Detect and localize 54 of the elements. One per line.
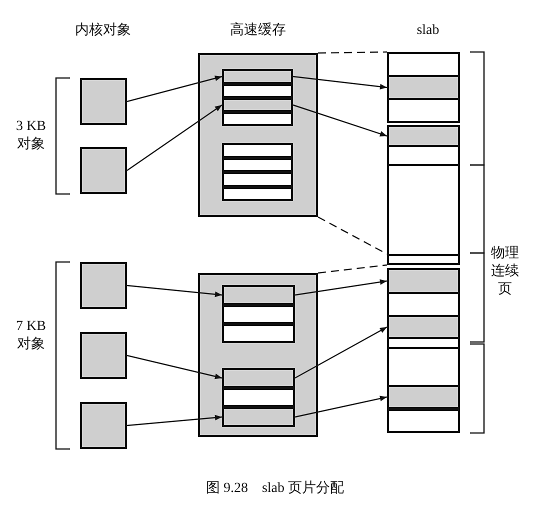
arrow [292,76,388,90]
object-box [80,402,127,449]
object-box [80,262,127,309]
slab-box [387,347,460,387]
bracket-label: 物理连续页 [490,245,520,299]
slab-box [387,98,460,123]
object-box [80,147,127,194]
slot-box [222,187,293,201]
arrow [292,104,388,137]
slot-box [222,84,293,98]
bracket-label: 3 KB 对象 [15,118,47,154]
slot-box [222,305,295,324]
slot-box [222,368,295,388]
column-heading: 高速缓存 [229,22,287,40]
arrow [294,279,388,296]
slab-box [387,292,460,317]
slot-box [222,172,293,187]
dashed-line [318,51,387,54]
slot-box [222,98,293,112]
slab-box [387,164,460,256]
slab-box [387,75,460,100]
slab-box [387,385,460,409]
object-box [80,332,127,379]
slab-box [387,52,460,77]
slot-box [222,407,295,427]
slot-box [222,143,293,158]
slab-box [387,145,460,166]
slot-box [222,112,293,126]
slot-box [222,388,295,407]
object-box [80,78,127,125]
slot-box [222,158,293,172]
column-heading: slab [416,22,440,40]
slab-box [387,409,460,433]
slot-box [222,324,295,343]
cache-box [198,53,318,217]
arrow [294,326,388,379]
arrow [126,76,222,102]
dashed-line [318,264,388,274]
arrow [294,396,388,418]
arrow [126,354,222,380]
arrow [126,284,222,298]
bracket-label: 7 KB 对象 [15,318,47,354]
slab-box [387,268,460,294]
arrow [126,104,222,171]
slab-box [387,254,460,265]
slot-box [222,285,295,305]
dashed-line [318,216,388,255]
slab-box [387,315,460,339]
caption: 图 9.28 slab 页片分配 [204,480,346,498]
slab-box [387,125,460,147]
arrow [126,414,222,426]
column-heading: 内核对象 [74,22,132,40]
cache-box [198,273,318,437]
slot-box [222,69,293,84]
